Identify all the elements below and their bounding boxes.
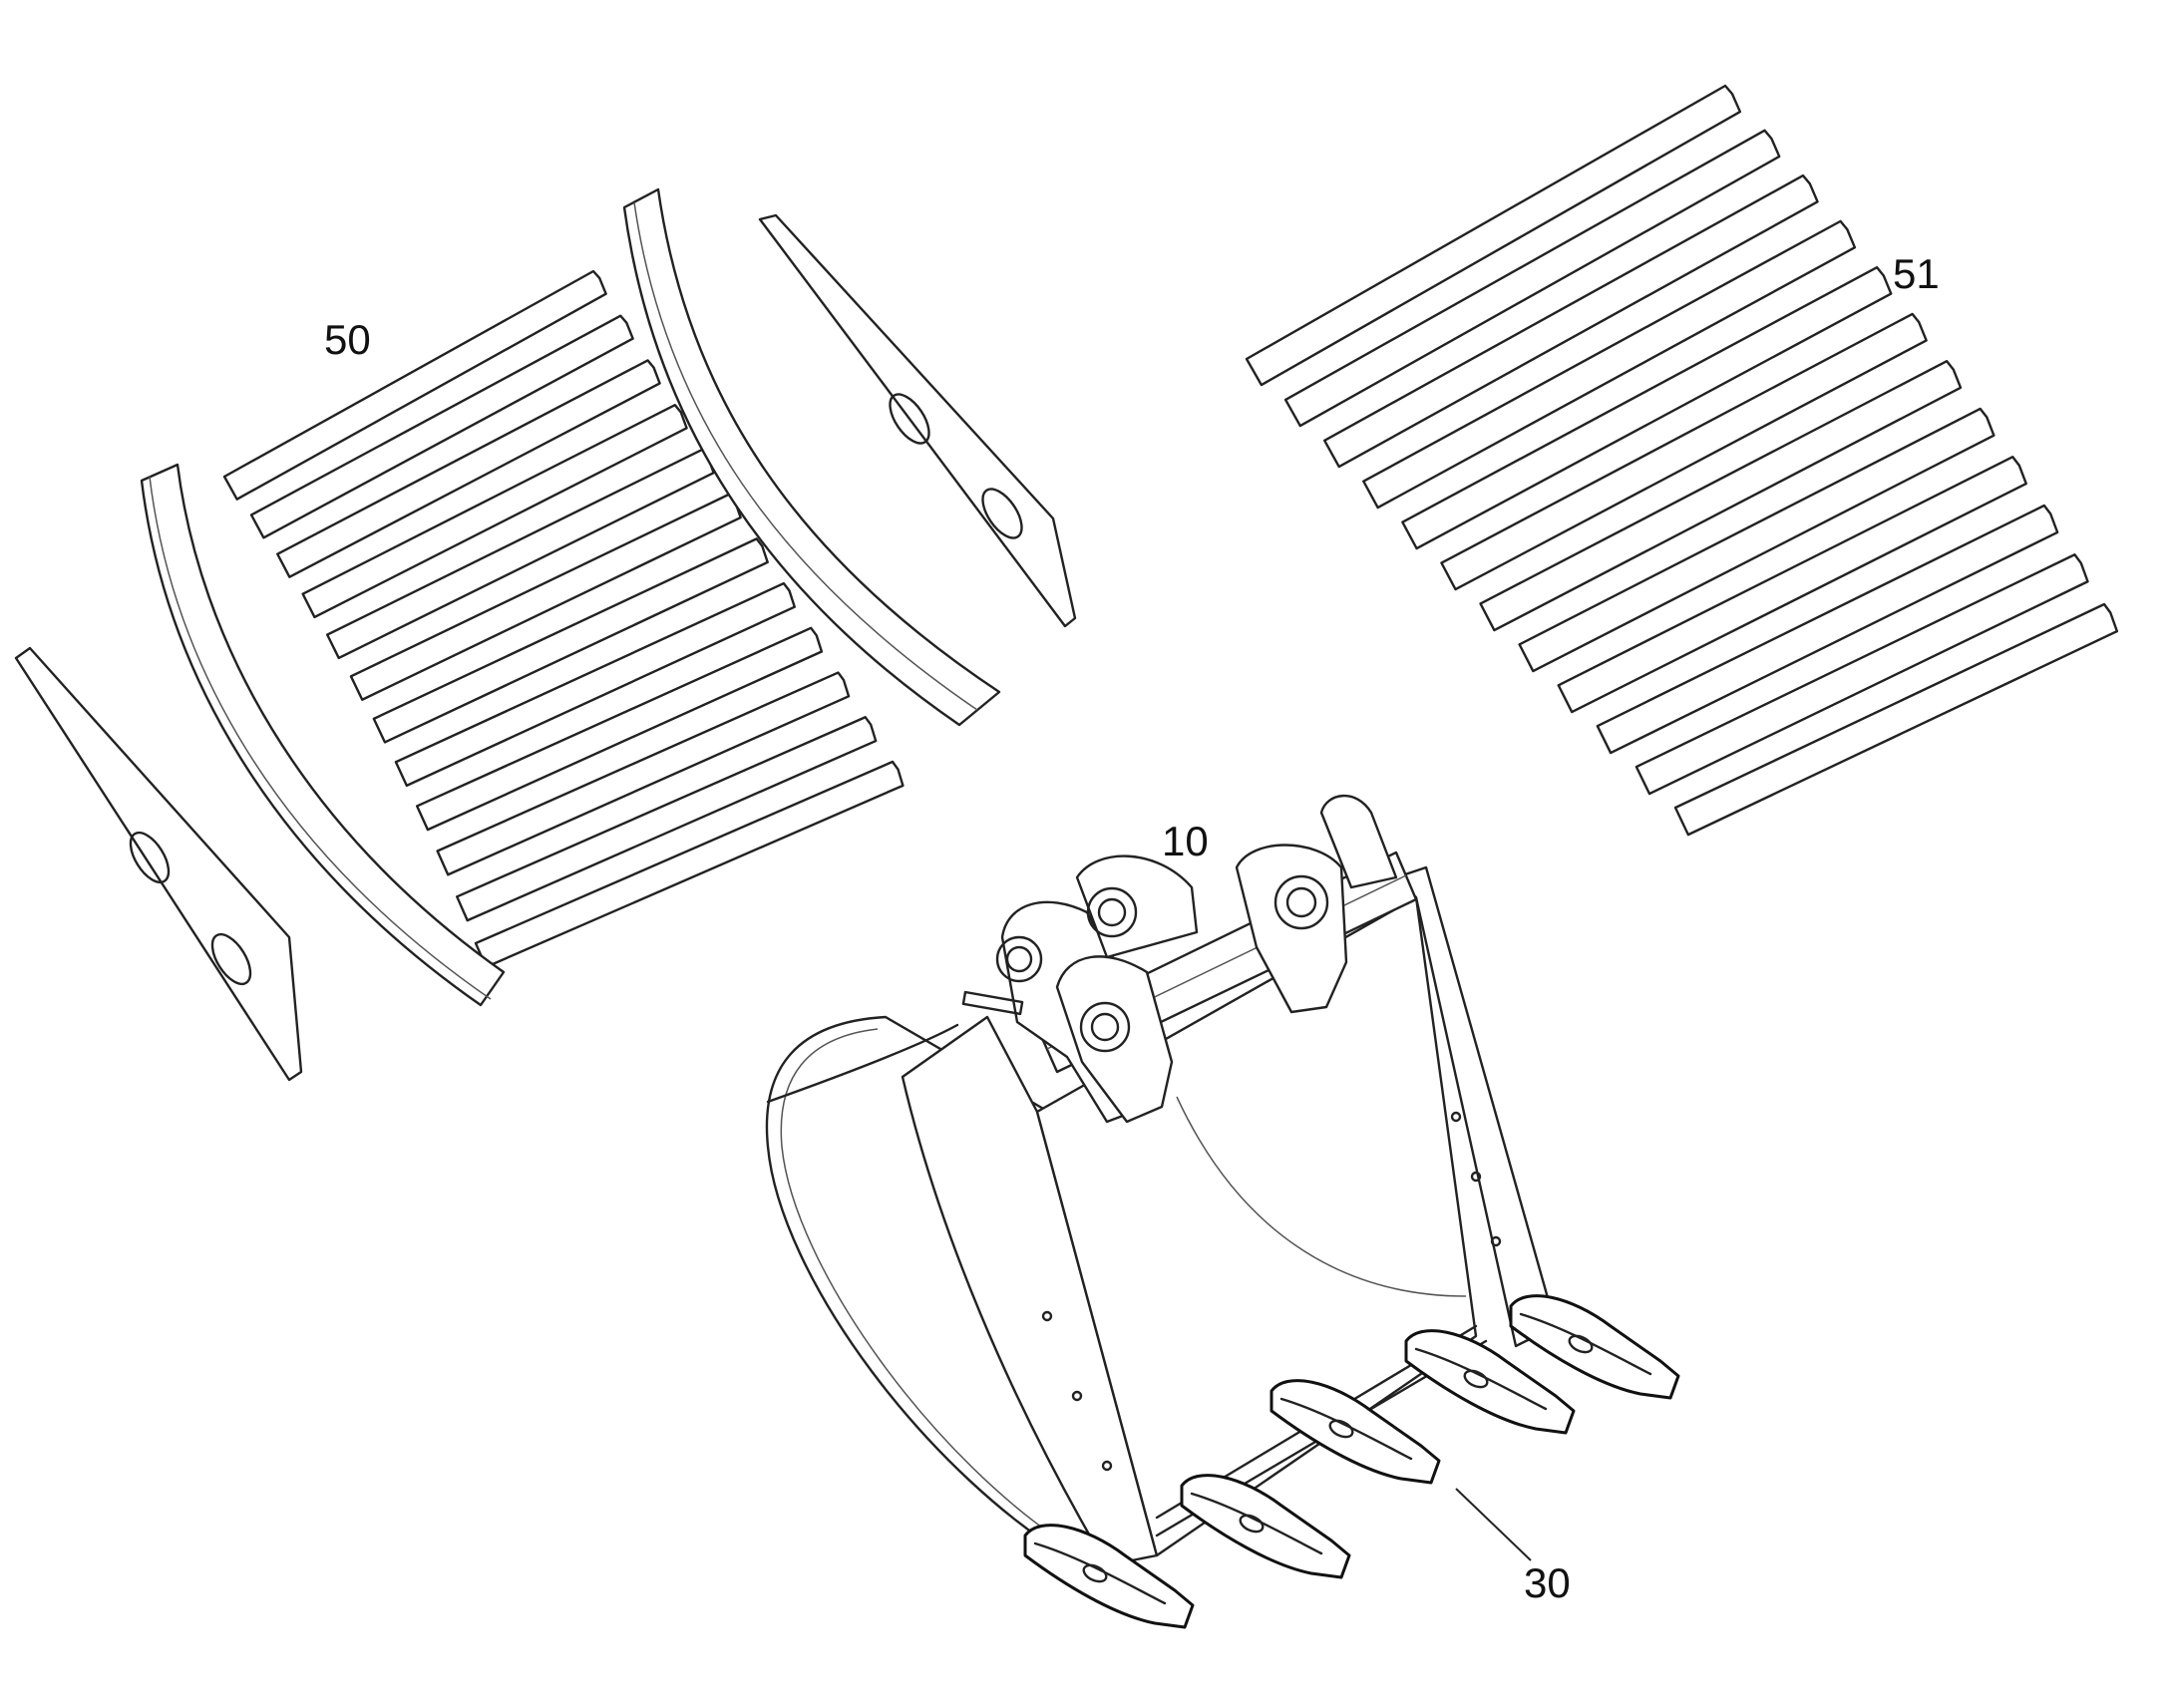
side-plate-right [758, 213, 1077, 628]
liner-strips-50 [222, 269, 905, 969]
liner-strip-51-12 [1673, 602, 2119, 837]
bucket-tooth-4 [1404, 1329, 1576, 1435]
liner-strip-51-2 [1283, 129, 1781, 428]
pin-hole-2 [1079, 1001, 1131, 1053]
liner-strip-50-3 [276, 359, 661, 578]
liner-strip-50-1 [222, 269, 607, 501]
bucket-tooth-5 [1509, 1294, 1680, 1400]
liner-strip-50-9 [415, 626, 824, 832]
liner-strip-51-5 [1401, 265, 1893, 550]
liner-strip-51-8 [1518, 407, 1996, 673]
liner-strips-51 [1245, 84, 2119, 837]
pin-hole-4 [1273, 874, 1329, 930]
reference-numeral-51: 51 [1893, 250, 1940, 297]
leader-line-30 [1455, 1488, 1532, 1561]
liner-strip-50-4 [301, 403, 688, 619]
bucket-tooth-1 [1023, 1524, 1195, 1629]
liner-strip-51-9 [1557, 456, 2027, 714]
liner-strip-50-10 [436, 671, 851, 876]
pin-hole-1 [995, 935, 1043, 983]
liner-set-50 [14, 187, 1077, 1082]
reference-numeral-30: 30 [1524, 1559, 1571, 1606]
bucket-tooth-2 [1180, 1474, 1351, 1579]
bucket-tooth-3 [1270, 1379, 1441, 1485]
liner-strip-51-4 [1362, 219, 1857, 510]
pin-hole-3 [1086, 886, 1138, 938]
liner-strip-50-11 [456, 716, 878, 922]
liner-strip-51-7 [1479, 359, 1963, 632]
liner-strip-50-7 [372, 537, 769, 744]
liner-strip-50-2 [249, 314, 634, 539]
reference-numeral-10: 10 [1162, 818, 1209, 864]
liner-strip-51-1 [1245, 84, 1742, 387]
curved-rib-left [140, 463, 506, 1007]
liner-strip-51-3 [1322, 173, 1819, 469]
reference-numeral-50: 50 [324, 316, 371, 363]
teeth-assembly-30 [1023, 1294, 1680, 1629]
liner-strip-50-8 [394, 581, 796, 788]
liner-strip-51-11 [1635, 553, 2089, 796]
liner-strip-51-6 [1440, 312, 1928, 591]
side-plate-left [14, 646, 303, 1082]
curved-rib-right [622, 187, 1001, 727]
bucket-10 [765, 794, 1558, 1567]
liner-strip-51-10 [1596, 504, 2059, 755]
